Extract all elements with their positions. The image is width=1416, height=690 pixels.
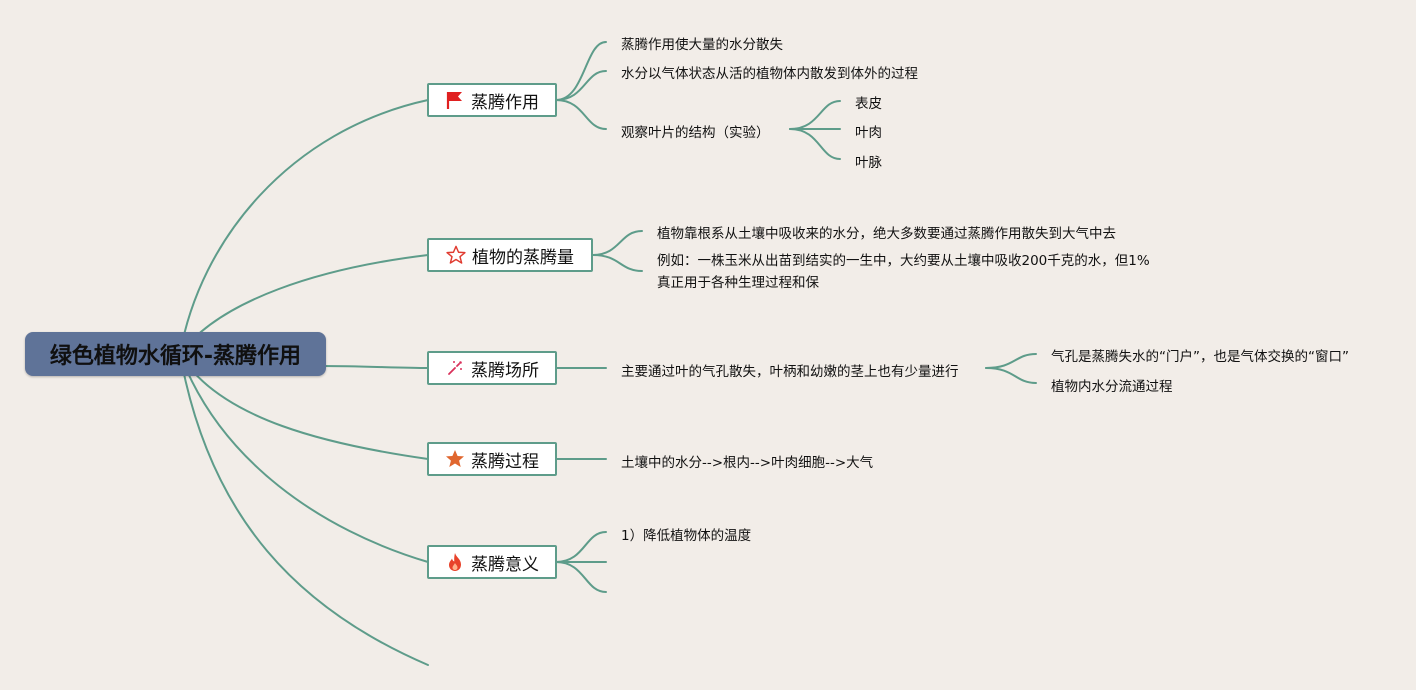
leaf-b3-c1-water-flow[interactable]: 植物内水分流通过程 (1051, 379, 1173, 395)
branch-transpiration-amount[interactable]: 植物的蒸腾量 (427, 238, 593, 272)
leaf-b2-c1[interactable]: 植物靠根系从土壤中吸收来的水分，绝大多数要通过蒸腾作用散失到大气中去 (657, 226, 1116, 242)
red-flag-icon (445, 90, 465, 110)
leaf-b1-c1[interactable]: 蒸腾作用使大量的水分散失 (621, 37, 783, 53)
orange-star-icon (445, 449, 465, 469)
leaf-b3-c1[interactable]: 主要通过叶的气孔散失，叶柄和幼嫩的茎上也有少量进行 (621, 364, 959, 380)
connector-root-branch-1 (179, 99, 429, 355)
branch-label: 蒸腾过程 (471, 451, 539, 472)
branch-label: 蒸腾意义 (471, 554, 539, 575)
leaf-b1-c3[interactable]: 观察叶片的结构（实验） (621, 125, 770, 141)
connector-b3-c1-g1 (985, 353, 1037, 369)
sparkle-icon (445, 358, 465, 378)
branch-label: 蒸腾作用 (471, 92, 539, 113)
leaf-b2-c2[interactable]: 例如：一株玉米从出苗到结实的一生中，大约要从土壤中吸收200千克的水，但1%真正… (657, 253, 1150, 291)
leaf-b1-c3-vein[interactable]: 叶脉 (855, 155, 882, 171)
leaf-b1-c2[interactable]: 水分以气体状态从活的植物体内散发到体外的过程 (621, 66, 918, 82)
branch-transpiration-significance[interactable]: 蒸腾意义 (427, 545, 557, 579)
connector-b1-c3 (555, 99, 607, 130)
connector-b1-c3-g1 (789, 100, 841, 130)
leaf-b1-c3-epidermis[interactable]: 表皮 (855, 96, 882, 112)
leaf-b5-c1[interactable]: 1）降低植物体的温度 (621, 528, 752, 544)
connector-b2-c2 (592, 254, 643, 272)
connector-root-branch-4 (179, 353, 429, 460)
connector-b2-c1 (592, 230, 643, 256)
leaf-b3-c1-stomata[interactable]: 气孔是蒸腾失水的“门户”，也是气体交换的“窗口” (1051, 349, 1349, 365)
connector-b5-c3 (555, 561, 607, 593)
root-topic-label: 绿色植物水循环-蒸腾作用 (49, 344, 302, 369)
branch-transpiration[interactable]: 蒸腾作用 (427, 83, 557, 117)
root-topic[interactable]: 绿色植物水循环-蒸腾作用 (25, 332, 326, 376)
fire-icon (445, 552, 465, 572)
branch-transpiration-process[interactable]: 蒸腾过程 (427, 442, 557, 476)
connector-b1-c3-g3 (789, 128, 841, 160)
connector-root-branch-6 (179, 353, 429, 666)
star-outline-icon (446, 245, 466, 265)
connector-root-branch-3 (321, 365, 429, 369)
connector-b1-c2 (555, 70, 607, 101)
leaf-b4-c1[interactable]: 土壤中的水分-->根内-->叶肉细胞-->大气 (621, 455, 874, 471)
connector-b5-c1 (555, 531, 607, 563)
branch-transpiration-site[interactable]: 蒸腾场所 (427, 351, 557, 385)
connector-b1-c1 (555, 41, 607, 101)
branch-label: 植物的蒸腾量 (472, 247, 574, 268)
connector-b3-c1-g2 (985, 367, 1037, 384)
branch-label: 蒸腾场所 (471, 360, 539, 381)
leaf-b1-c3-mesophyll[interactable]: 叶肉 (855, 125, 882, 141)
connector-root-branch-5 (179, 353, 429, 563)
